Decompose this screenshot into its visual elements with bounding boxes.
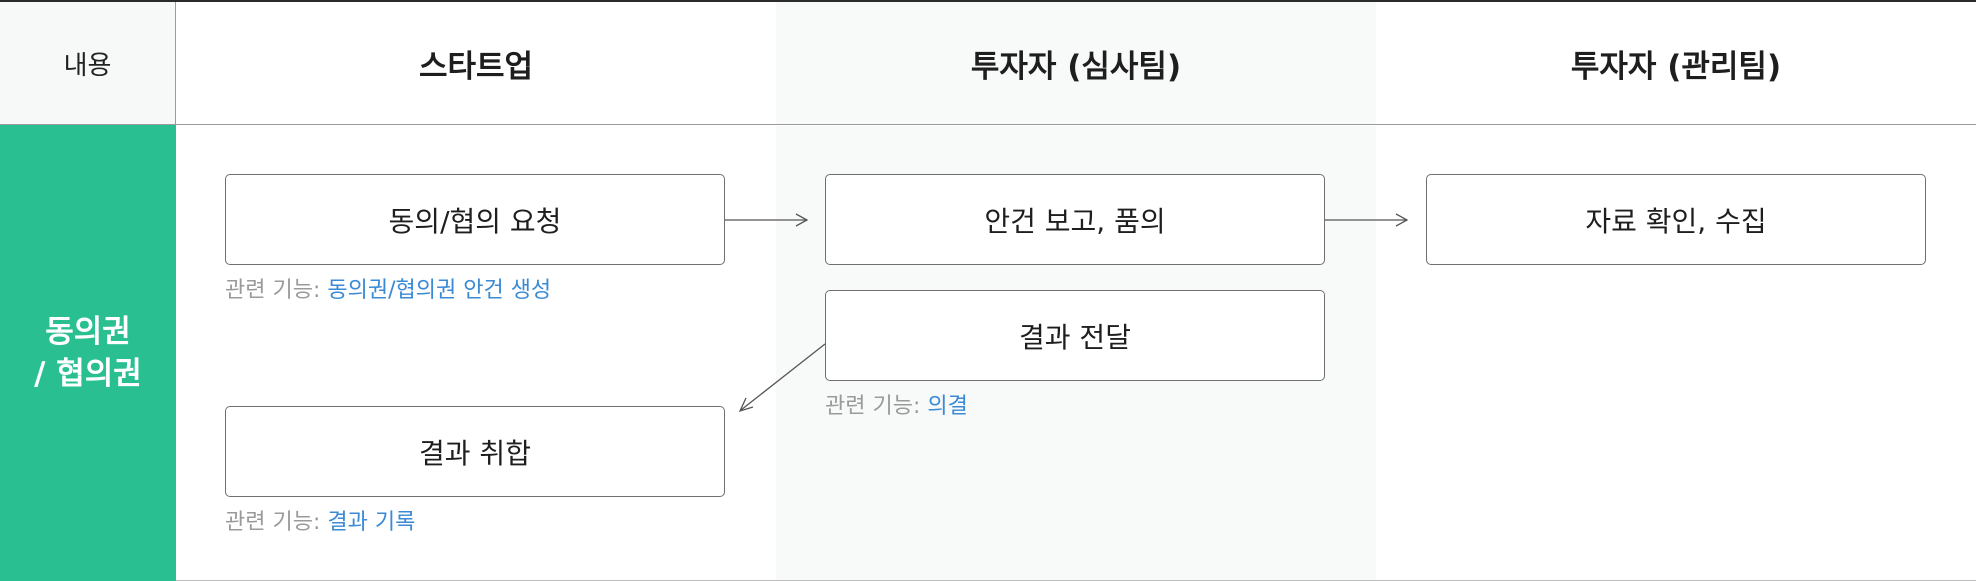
request-related-feature: 관련 기능: 동의권/협의권 안건 생성 [225, 272, 551, 304]
row-label-line1: 동의권 [45, 314, 131, 350]
step-report-label: 안건 보고, 품의 [984, 204, 1166, 238]
column-title-review: 투자자 (심사팀) [970, 49, 1182, 85]
step-deliver-label: 결과 전달 [1019, 320, 1131, 354]
row-label: 동의권 / 협의권 [34, 311, 142, 395]
row-label-cell: 동의권 / 협의권 [0, 125, 176, 581]
related-feature-label: 관련 기능: [225, 278, 321, 303]
column-header-review: 투자자 (심사팀) [776, 2, 1376, 125]
arrowhead-deliver-to-aggregate [738, 397, 754, 413]
step-aggregate-box: 결과 취합 [225, 406, 725, 497]
row-label-line2: / 협의권 [34, 356, 142, 392]
related-feature-link-record[interactable]: 결과 기록 [327, 510, 416, 535]
row-header-label: 내용 [63, 51, 112, 81]
deliver-related-feature: 관련 기능: 의결 [825, 388, 968, 420]
related-feature-link-agenda[interactable]: 동의권/협의권 안건 생성 [327, 278, 552, 303]
related-feature-label: 관련 기능: [825, 394, 921, 419]
arrow-deliver-to-aggregate [740, 343, 826, 411]
column-header-management: 투자자 (관리팀) [1376, 2, 1976, 125]
related-feature-link-resolution[interactable]: 의결 [927, 394, 968, 419]
arrowhead-report-to-collect [1395, 213, 1409, 227]
step-collect-label: 자료 확인, 수집 [1585, 204, 1767, 238]
top-border [0, 0, 1976, 2]
step-request-box: 동의/협의 요청 [225, 174, 725, 265]
step-request-label: 동의/협의 요청 [388, 204, 562, 238]
column-title-startup: 스타트업 [418, 49, 534, 85]
column-header-startup: 스타트업 [176, 2, 776, 125]
step-report-box: 안건 보고, 품의 [825, 174, 1325, 265]
step-collect-box: 자료 확인, 수집 [1426, 174, 1926, 265]
column-title-management: 투자자 (관리팀) [1570, 49, 1782, 85]
arrowhead-request-to-report [795, 213, 809, 227]
row-header-cell: 내용 [0, 2, 176, 125]
step-deliver-box: 결과 전달 [825, 290, 1325, 381]
related-feature-label: 관련 기능: [225, 510, 321, 535]
step-aggregate-label: 결과 취합 [419, 436, 531, 470]
aggregate-related-feature: 관련 기능: 결과 기록 [225, 504, 415, 536]
